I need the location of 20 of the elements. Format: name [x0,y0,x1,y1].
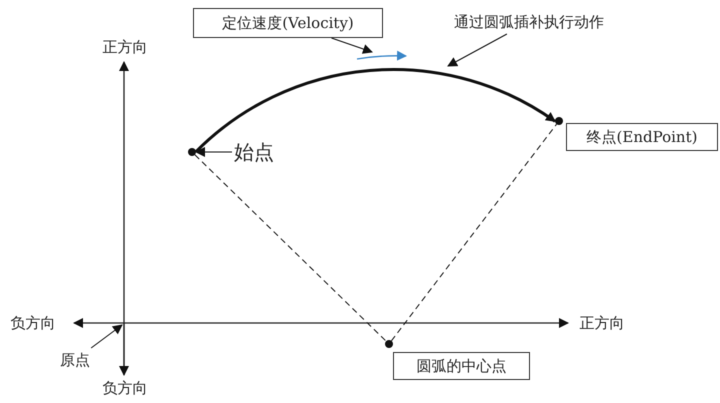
radius-line [390,124,558,342]
leader-line [90,324,123,348]
start-point [188,148,196,156]
arc-path-arrow [194,68,556,153]
label-box: 定位速度(Velocity) [193,8,383,38]
axis-label: 正方向 [102,38,148,56]
leader-line [447,34,508,66]
annotation-text: 通过圆弧插补执行动作 [434,10,624,34]
axis-label: 负方向 [102,378,148,398]
point-label: 始点 [232,138,276,166]
axis-label: 正方向 [580,314,624,332]
axis-label: 负方向 [10,314,56,332]
center-point [385,340,393,348]
end-point [555,117,563,125]
radius-line [194,154,387,342]
leader-line [330,38,373,54]
leader-line [195,147,232,157]
origin-label: 原点 [54,348,96,372]
label-box: 圆弧的中心点 [393,352,530,380]
label-box: 终点(EndPoint) [566,123,718,151]
